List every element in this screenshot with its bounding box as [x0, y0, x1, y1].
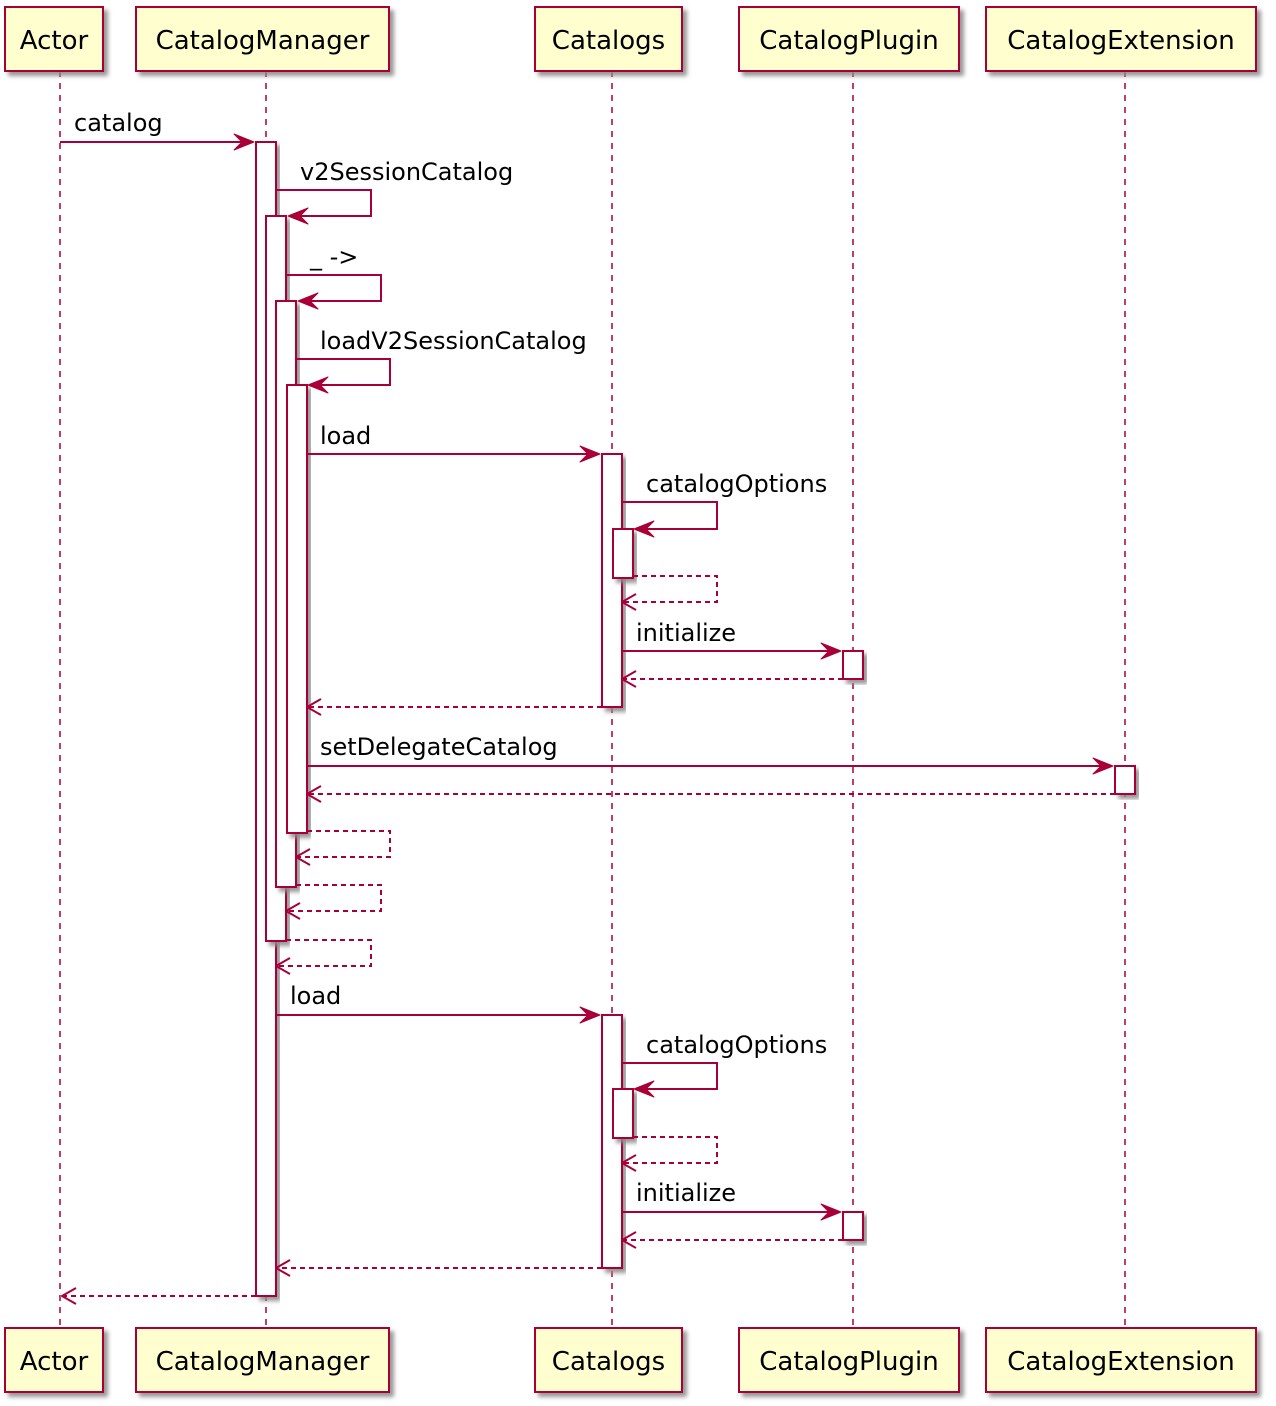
message-v2sessioncatalog-arrow: v2SessionCatalog: [276, 158, 513, 225]
participant-label: Actor: [20, 26, 89, 56]
activation-bar-catalog-plugin: [842, 650, 864, 680]
message-initialize-arrow: initialize: [622, 619, 842, 660]
arrowhead: [306, 785, 322, 803]
message-arrow-arrow: _ ->: [286, 243, 382, 310]
message-return-arrow: [621, 575, 718, 611]
arrowhead: [233, 133, 255, 151]
arrowhead: [621, 1231, 637, 1249]
message-label: initialize: [636, 619, 736, 647]
participant-actor-bottom: Actor: [4, 1327, 104, 1393]
arrowhead: [295, 848, 311, 866]
arrowhead: [621, 593, 637, 611]
participant-catalogs-top: Catalogs: [534, 6, 683, 72]
message-label: catalogOptions: [646, 470, 827, 498]
message-return-arrow: [621, 670, 843, 688]
activation-bar-catalog-plugin: [842, 1211, 864, 1241]
participant-label: CatalogManager: [156, 26, 370, 56]
arrowhead: [820, 1203, 842, 1221]
arrowhead: [307, 376, 329, 394]
message-setdelegatecatalog-arrow: setDelegateCatalog: [307, 733, 1114, 775]
activation-bar-catalogs: [612, 1088, 634, 1139]
message-return-arrow: [295, 830, 391, 866]
arrowhead: [287, 207, 309, 225]
activation-bar-catalogs: [601, 453, 623, 708]
participant-catalog-plugin-top: CatalogPlugin: [738, 6, 960, 72]
activation-bar-catalog-manager: [286, 384, 308, 834]
arrowhead: [1092, 757, 1114, 775]
participant-label: Actor: [20, 1347, 89, 1377]
message-return-arrow: [621, 1136, 718, 1172]
message-label: loadV2SessionCatalog: [320, 327, 587, 355]
participant-label: CatalogPlugin: [759, 26, 938, 56]
arrowhead: [621, 1154, 637, 1172]
message-catalog-arrow: catalog: [60, 109, 255, 151]
message-label: catalog: [74, 109, 163, 137]
participant-label: CatalogExtension: [1007, 1347, 1235, 1377]
participant-label: CatalogExtension: [1007, 26, 1235, 56]
message-return-arrow: [285, 884, 382, 920]
arrowhead: [306, 698, 322, 716]
message-catalogoptions-arrow: catalogOptions: [622, 470, 827, 538]
arrowhead: [579, 445, 601, 463]
message-return-arrow: [621, 1231, 843, 1249]
message-return-arrow: [306, 785, 1115, 803]
activation-bar-catalogs: [612, 528, 634, 579]
message-return-arrow: [306, 698, 602, 716]
activation-bar-catalogs: [601, 1014, 623, 1269]
arrowhead: [621, 670, 637, 688]
message-return-arrow: [275, 939, 372, 975]
message-label: _ ->: [309, 243, 358, 271]
participant-label: Catalogs: [552, 1347, 665, 1377]
arrowhead: [579, 1006, 601, 1024]
message-label: setDelegateCatalog: [320, 733, 558, 761]
activation-bar-catalog-extension: [1114, 765, 1136, 795]
participant-catalog-plugin-bottom: CatalogPlugin: [738, 1327, 960, 1393]
arrowhead: [61, 1287, 77, 1305]
arrowhead: [275, 1259, 291, 1277]
participant-actor-top: Actor: [4, 6, 104, 72]
arrowhead: [633, 1080, 655, 1098]
participant-catalog-manager-bottom: CatalogManager: [135, 1327, 390, 1393]
arrowhead: [297, 292, 319, 310]
message-loadv2sessioncatalog-arrow: loadV2SessionCatalog: [296, 327, 587, 394]
participant-catalog-manager-top: CatalogManager: [135, 6, 390, 72]
arrowhead: [633, 520, 655, 538]
message-initialize-arrow: initialize: [622, 1179, 842, 1221]
message-label: load: [320, 422, 371, 450]
message-return-arrow: [61, 1287, 256, 1305]
arrowhead: [285, 902, 301, 920]
message-label: load: [290, 982, 341, 1010]
participant-catalogs-bottom: Catalogs: [534, 1327, 683, 1393]
participant-catalog-extension-top: CatalogExtension: [985, 6, 1257, 72]
message-load-arrow: load: [276, 982, 601, 1024]
message-label: initialize: [636, 1179, 736, 1207]
arrowhead: [820, 642, 842, 660]
arrowhead: [275, 957, 291, 975]
participant-catalog-extension-bottom: CatalogExtension: [985, 1327, 1257, 1393]
participant-label: CatalogPlugin: [759, 1347, 938, 1377]
message-return-arrow: [275, 1259, 602, 1277]
message-load-arrow: load: [307, 422, 601, 463]
participant-label: CatalogManager: [156, 1347, 370, 1377]
message-catalogoptions-arrow: catalogOptions: [622, 1031, 827, 1098]
message-label: v2SessionCatalog: [300, 158, 513, 186]
message-label: catalogOptions: [646, 1031, 827, 1059]
participant-label: Catalogs: [552, 26, 665, 56]
